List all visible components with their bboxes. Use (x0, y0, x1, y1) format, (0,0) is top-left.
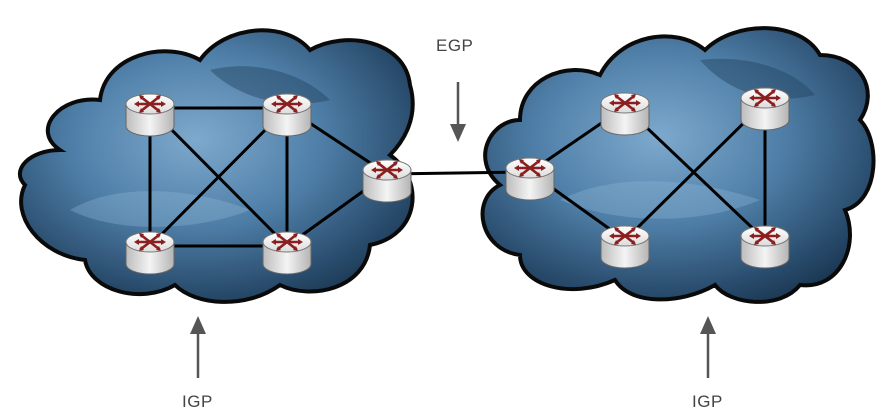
igp-right-arrow-icon (700, 316, 716, 378)
router-icon (124, 230, 176, 276)
router-icon (599, 91, 651, 137)
igp-left-label: IGP (182, 392, 213, 411)
egp-arrow-icon (450, 82, 466, 142)
router-icon (361, 158, 413, 204)
egp-label: EGP (436, 36, 474, 55)
router-icon (504, 156, 556, 202)
igp-left-arrow-icon (190, 316, 206, 378)
router-icon (124, 92, 176, 138)
router-icon (739, 224, 791, 270)
router-icon (261, 230, 313, 276)
router-icon (739, 86, 791, 132)
igp-right-label: IGP (692, 392, 723, 411)
left-cloud (17, 28, 415, 304)
router-icon (261, 92, 313, 138)
router-icon (599, 224, 651, 270)
